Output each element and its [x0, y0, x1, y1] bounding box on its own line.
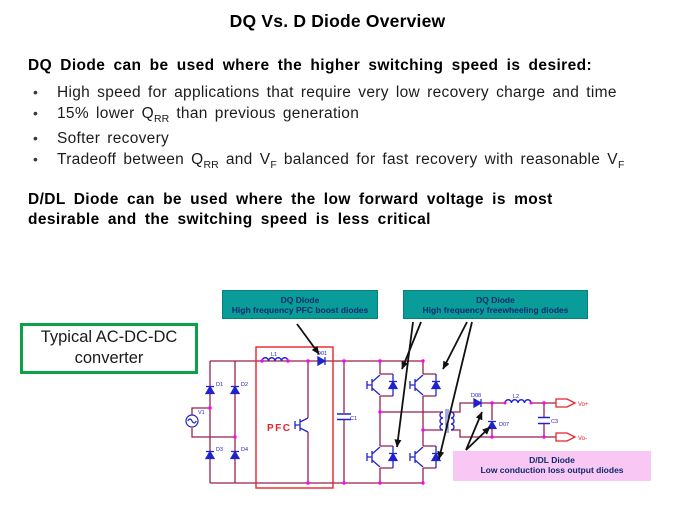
output-capacitor	[538, 416, 550, 425]
svg-text:D2: D2	[241, 382, 248, 388]
callout-subtitle: Low conduction loss output diodes	[480, 464, 624, 475]
pfc-stage-label: PFC	[267, 423, 292, 434]
full-bridge-transistors	[366, 374, 424, 468]
bullet-item: 15% lower QRR than previous generation	[28, 103, 632, 130]
bullet-item: Softer recovery	[28, 128, 632, 150]
svg-text:D1: D1	[216, 382, 223, 388]
svg-text:Vo-: Vo-	[578, 436, 587, 442]
dq-heading: DQ Diode can be used where the higher sw…	[28, 57, 593, 74]
callout-subtitle: High frequency freewheeling diodes	[422, 304, 569, 315]
output-inductor	[504, 399, 532, 404]
callout-arrows	[296, 321, 491, 460]
svg-text:D01: D01	[317, 351, 327, 357]
output-terminal-vo-plus: Vo+	[555, 398, 589, 408]
component-labels: V1 D1 D2 D3 D4 L1 D01 C1 D08 D07 L2 C3	[198, 351, 558, 453]
slide-title: DQ Vs. D Diode Overview	[229, 11, 446, 31]
callout-ddl-output: D/DL Diode Low conduction loss output di…	[453, 451, 651, 481]
boost-inductor	[261, 357, 289, 362]
callout-title: D/DL Diode	[529, 454, 575, 465]
callout-dq-freewheeling: DQ Diode High frequency freewheeling dio…	[403, 290, 588, 319]
callout-subtitle: High frequency PFC boost diodes	[231, 304, 369, 315]
bullet-item: High speed for applications that require…	[28, 82, 632, 104]
bridge-rectifier	[204, 385, 241, 460]
svg-text:D3: D3	[216, 447, 223, 453]
output-terminal-vo-minus: Vo-	[555, 432, 587, 442]
callout-title: DQ Diode	[280, 294, 320, 305]
bullet-item: Tradeoff between QRR and VF balanced for…	[28, 149, 632, 176]
boost-diode	[317, 355, 327, 367]
pfc-transistor	[294, 417, 309, 433]
ddl-heading: D/DL Diode can be used where the low for…	[28, 191, 553, 229]
svg-text:L1: L1	[271, 352, 277, 358]
svg-text:D08: D08	[471, 393, 481, 399]
pfc-stage-outline	[255, 346, 334, 489]
svg-text:C3: C3	[551, 419, 558, 425]
svg-text:C1: C1	[350, 416, 357, 422]
ac-source	[185, 414, 199, 428]
converter-type-label: Typical AC-DC-DC converter	[20, 323, 198, 374]
svg-text:L2: L2	[513, 394, 519, 400]
svg-text:D07: D07	[499, 422, 509, 428]
bus-capacitor	[337, 413, 351, 421]
slide-body: DQ Diode can be used where the higher sw…	[28, 56, 638, 230]
callout-title: DQ Diode	[476, 294, 515, 305]
svg-text:Vo+: Vo+	[578, 402, 589, 408]
bullet-list: High speed for applications that require…	[28, 82, 638, 176]
callout-dq-pfc-boost: DQ Diode High frequency PFC boost diodes	[222, 290, 378, 319]
svg-text:D4: D4	[241, 447, 248, 453]
junction-dots	[208, 359, 546, 485]
svg-text:V1: V1	[198, 410, 205, 416]
output-diode-d08	[473, 397, 483, 409]
